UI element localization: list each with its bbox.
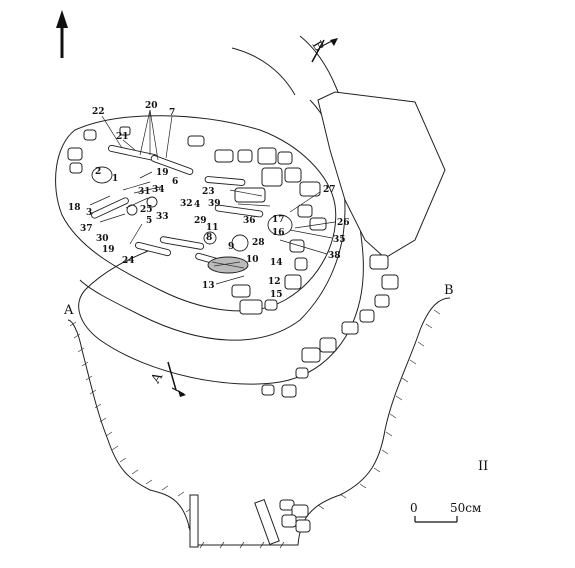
north-arrow-icon — [56, 10, 68, 58]
find-label-23: 23 — [202, 187, 215, 197]
find-label-7: 7 — [169, 108, 175, 118]
find-label-22: 22 — [92, 107, 105, 117]
find-label-10: 10 — [246, 255, 259, 265]
find-label-37: 37 — [80, 224, 93, 234]
stones-group — [67, 126, 399, 398]
section-a-marker — [167, 361, 186, 397]
find-label-35: 35 — [333, 235, 346, 245]
find-labels: 1 2 3 4 5 6 7 8 9 10 11 12 13 14 15 16 1… — [68, 101, 350, 300]
find-label-36: 36 — [243, 216, 256, 226]
profile-hatching — [69, 309, 441, 549]
scale-zero-label: 0 — [410, 501, 418, 515]
find-label-6: 6 — [172, 177, 178, 187]
find-label-28: 28 — [252, 238, 265, 248]
find-label-33: 33 — [156, 212, 169, 222]
find-label-8: 8 — [206, 233, 212, 243]
find-label-3: 3 — [86, 208, 92, 218]
find-label-9: 9 — [228, 242, 234, 252]
find-label-18: 18 — [68, 203, 81, 213]
section-number: II — [478, 459, 488, 474]
find-label-17: 17 — [272, 215, 285, 225]
section-b-marker — [311, 38, 338, 63]
find-label-5: 5 — [146, 216, 152, 226]
find-label-19a: 19 — [156, 168, 169, 178]
section-marker-letter-a: A — [148, 370, 166, 387]
find-label-25: 25 — [140, 205, 153, 215]
find-label-27: 27 — [323, 185, 336, 195]
scale-end-label: 50см — [450, 501, 481, 515]
find-label-12: 12 — [268, 277, 281, 287]
find-label-16: 16 — [272, 228, 285, 238]
find-label-38: 38 — [328, 251, 341, 261]
find-label-19b: 19 — [102, 245, 115, 255]
find-label-21: 21 — [116, 132, 129, 142]
find-label-4: 4 — [194, 200, 200, 210]
find-label-2: 2 — [95, 167, 101, 177]
find-label-30: 30 — [96, 234, 109, 244]
find-label-15: 15 — [270, 290, 283, 300]
find-label-34: 34 — [152, 185, 165, 195]
chamber-outline — [55, 115, 337, 312]
find-label-14: 14 — [270, 258, 283, 268]
section-profile — [67, 297, 451, 546]
pit-outer-outline-2 — [231, 47, 296, 96]
scale-bar — [414, 516, 458, 523]
find-label-11: 11 — [206, 223, 219, 233]
section-letter-a: A — [63, 303, 74, 318]
find-label-39: 39 — [208, 199, 221, 209]
leader-lines — [89, 109, 336, 285]
hatched-object — [207, 256, 249, 274]
find-label-13: 13 — [202, 281, 215, 291]
find-label-20: 20 — [145, 101, 158, 111]
profile-stones — [189, 494, 311, 548]
find-label-26: 26 — [337, 218, 350, 228]
find-label-24: 24 — [122, 256, 135, 266]
find-label-31: 31 — [138, 187, 151, 197]
find-label-32: 32 — [180, 199, 193, 209]
find-label-1: 1 — [112, 174, 118, 184]
section-letter-b: B — [444, 283, 454, 298]
large-stone-slab — [317, 91, 446, 259]
find-label-29: 29 — [194, 216, 207, 226]
